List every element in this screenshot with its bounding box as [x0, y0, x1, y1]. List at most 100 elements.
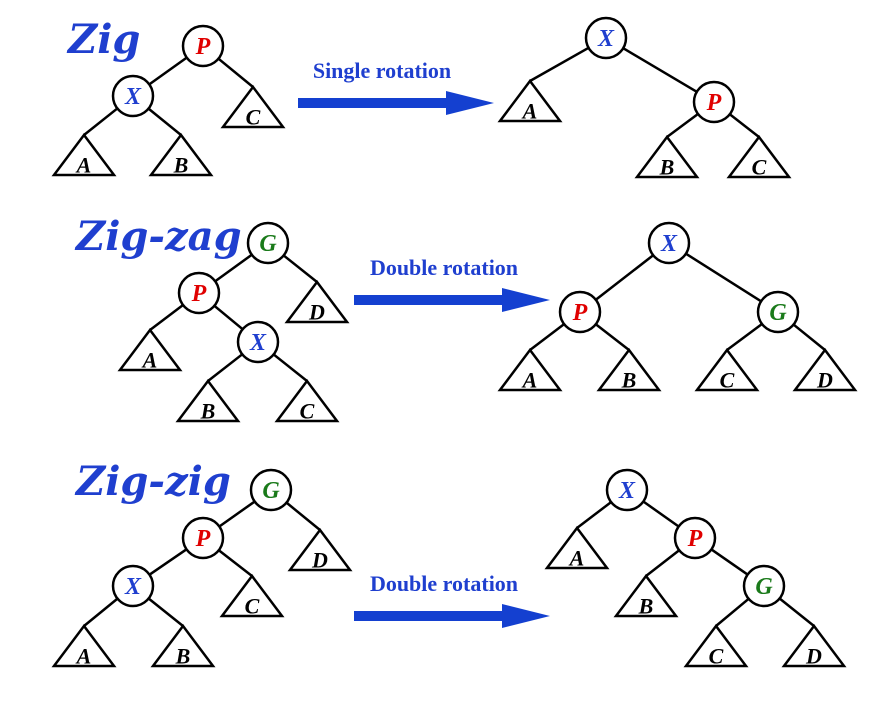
subtree-triangle	[51, 623, 117, 668]
tree-edge	[214, 253, 253, 283]
node-label: X	[597, 26, 615, 52]
node-label: G	[262, 478, 280, 504]
subtree-edge	[726, 322, 763, 352]
node-circle	[673, 516, 717, 560]
subtree-label: C	[709, 644, 724, 669]
tree-edge	[148, 56, 188, 86]
subtree-triangle	[497, 347, 563, 392]
subtree-label: B	[175, 644, 191, 669]
node-label: X	[618, 478, 636, 504]
subtree-label: B	[200, 399, 216, 424]
subtree-edge	[529, 46, 590, 83]
node-circle	[647, 221, 691, 265]
node-p: P	[558, 290, 602, 334]
subtree-triangle	[148, 132, 214, 177]
subtree-label: D	[311, 548, 328, 573]
subtree-label: C	[300, 399, 315, 424]
subtree-label: A	[75, 644, 92, 669]
subtree-triangle	[175, 378, 241, 423]
subtree-triangle	[284, 279, 350, 324]
subtree-triangle	[792, 347, 858, 392]
subtree-edge	[149, 304, 184, 331]
subtree-label: B	[638, 594, 654, 619]
node-circle	[181, 516, 225, 560]
subtree-label: B	[173, 153, 189, 178]
subtree-triangle	[117, 327, 183, 372]
subtree-label: A	[141, 348, 158, 373]
node-label: X	[124, 84, 142, 110]
node-circle	[177, 271, 221, 315]
node-circle	[558, 290, 602, 334]
subtree-triangle	[497, 78, 563, 123]
tree-edge	[595, 254, 654, 301]
subtree-edge	[218, 549, 253, 577]
subtree-triangle	[694, 347, 760, 392]
tree-edge	[218, 500, 256, 528]
node-label: P	[687, 526, 703, 552]
subtree-edge	[778, 597, 815, 627]
subtree-triangle	[683, 623, 749, 668]
node-circle	[111, 74, 155, 118]
subtree-triangle	[634, 134, 700, 179]
node-label: X	[660, 231, 678, 257]
node-x: X	[111, 74, 155, 118]
arrow-shaft	[354, 611, 508, 621]
subtree-label: A	[521, 368, 538, 393]
node-p: P	[177, 271, 221, 315]
subtree-label: A	[521, 99, 538, 124]
rotation-label: Double rotation	[370, 571, 518, 596]
tree-edge	[710, 548, 749, 576]
node-x: X	[111, 564, 155, 608]
subtree-triangle	[219, 573, 285, 618]
subtree-triangle	[287, 527, 353, 572]
subtree-triangle	[781, 623, 847, 668]
node-circle	[181, 24, 225, 68]
subtree-label: B	[621, 368, 637, 393]
node-x: X	[647, 221, 691, 265]
tree-edge	[213, 304, 244, 331]
arrow-shaft	[298, 98, 452, 108]
subtree-edge	[645, 549, 680, 577]
subtree-label: A	[75, 153, 92, 178]
arrow-shaft	[354, 295, 508, 305]
subtree-triangle	[613, 573, 679, 618]
node-circle	[249, 468, 293, 512]
subtree-edge	[217, 57, 254, 88]
subtree-edge	[666, 112, 699, 139]
case-title: Zig-zig	[74, 458, 231, 505]
node-circle	[756, 290, 800, 334]
node-circle	[111, 564, 155, 608]
subtree-edge	[83, 597, 119, 627]
node-circle	[236, 320, 280, 364]
subtree-edge	[576, 501, 612, 529]
subtree-edge	[272, 353, 308, 382]
subtree-edge	[715, 597, 750, 627]
node-label: G	[259, 231, 277, 257]
tree-edge	[148, 548, 188, 576]
rotation-label: Double rotation	[370, 255, 518, 280]
subtree-edge	[285, 501, 321, 531]
node-g: G	[246, 221, 290, 265]
node-label: X	[124, 574, 142, 600]
node-label: P	[572, 300, 588, 326]
tree-edge	[685, 252, 762, 303]
node-p: P	[673, 516, 717, 560]
subtree-edge	[792, 323, 826, 351]
subtree-label: A	[568, 546, 585, 571]
node-p: P	[692, 80, 736, 124]
node-label: P	[195, 526, 211, 552]
subtree-label: C	[245, 594, 260, 619]
node-circle	[584, 16, 628, 60]
subtree-label: C	[752, 155, 767, 180]
tree-edge	[642, 500, 680, 528]
arrow-head-icon	[446, 91, 494, 115]
subtree-edge	[83, 107, 119, 136]
node-label: P	[191, 281, 207, 307]
subtree-edge	[595, 323, 630, 351]
node-label: P	[706, 90, 722, 116]
